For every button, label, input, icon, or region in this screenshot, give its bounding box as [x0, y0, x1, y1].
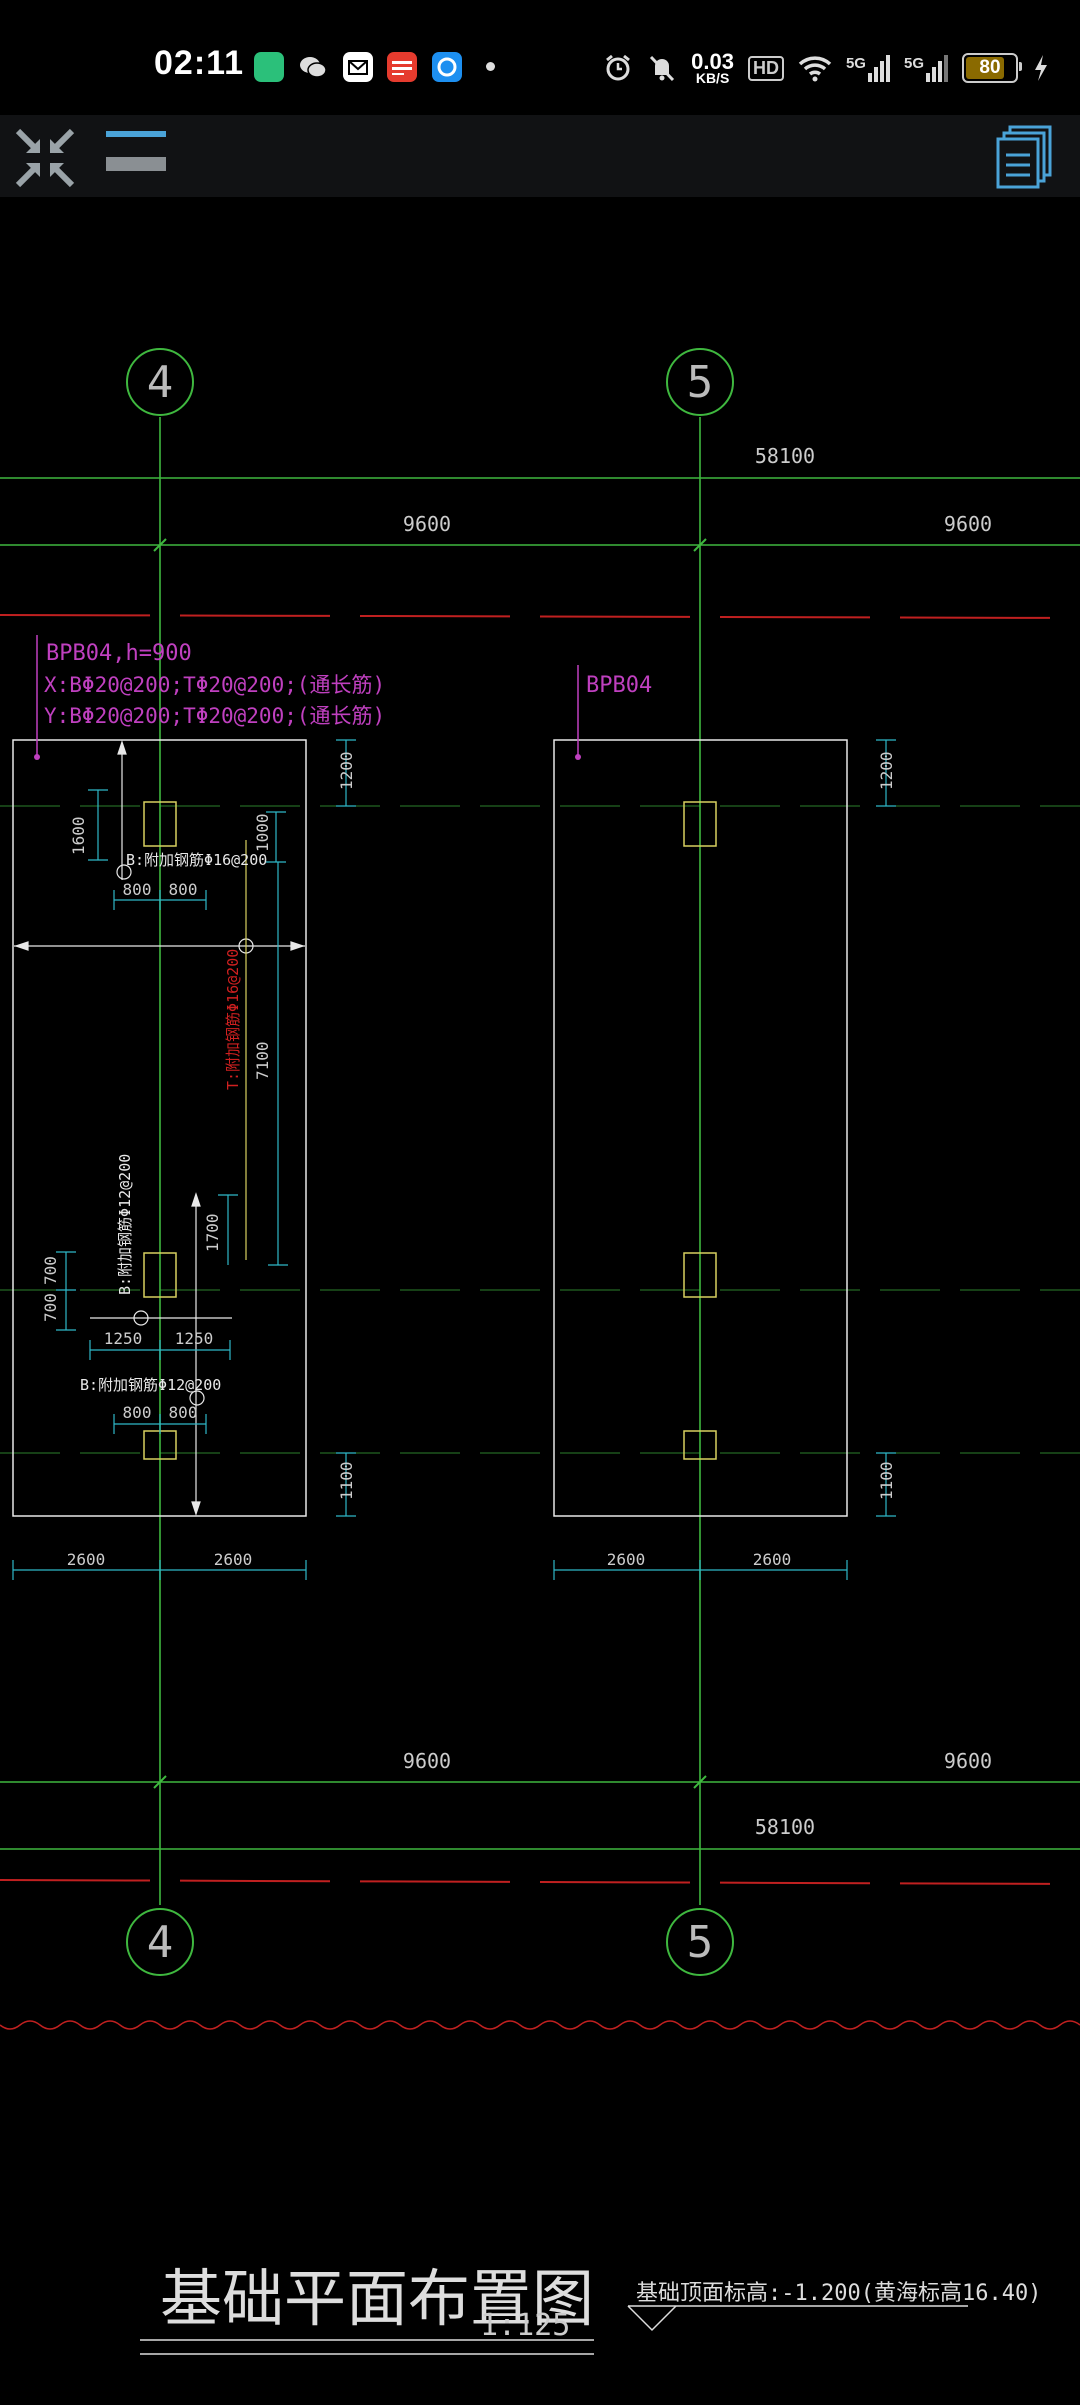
net-speed-unit: KB/S: [695, 69, 730, 86]
battery-indicator: 80: [962, 53, 1022, 83]
net-speed: 0.03 KB/S: [691, 48, 734, 86]
layers-icon[interactable]: [994, 123, 1056, 189]
signal-1: 5G: [846, 54, 890, 82]
battery-fill: [966, 57, 1004, 79]
browser-icon: [432, 52, 462, 82]
rebar-note-mid: B:附加钢筋Φ12@200: [116, 1154, 134, 1295]
grid-axis-lines: [0, 417, 1080, 1905]
app-icon: [254, 52, 284, 82]
dim-1000: 1000: [253, 813, 272, 852]
dim-800-b: 800: [169, 880, 198, 899]
dim-1250-b: 1250: [175, 1329, 214, 1348]
rebar-note-top: B:附加钢筋Φ16@200: [126, 851, 267, 869]
axis-bubble-top-left: 4: [126, 348, 194, 416]
left-foundation[interactable]: BPB04,h=900 X:BΦ20@200;TΦ20@200;(通长筋) Y:…: [12, 635, 385, 1580]
drawing-title: 基础平面布置图: [160, 2262, 594, 2335]
signal-2: 5G: [904, 54, 948, 82]
axis-label: 5: [687, 357, 714, 408]
dim-span-bottom-right: 9600: [944, 1749, 992, 1773]
dim-2600-a: 2600: [67, 1550, 106, 1569]
dim-800-d: 800: [169, 1403, 198, 1422]
axis-label: 5: [687, 1917, 714, 1968]
rebar-x-note: X:BΦ20@200;TΦ20@200;(通长筋): [44, 673, 385, 697]
rebar-note-vertical: T:附加钢筋Φ16@200: [224, 949, 242, 1090]
dot-icon: [486, 62, 495, 71]
menu-icon[interactable]: [104, 129, 170, 179]
rebar-note-bottom: B:附加钢筋Φ12@200: [80, 1376, 221, 1394]
dim-overall-top: 58100: [755, 444, 815, 468]
charging-icon: [1035, 55, 1047, 81]
dim-1700: 1700: [203, 1213, 222, 1252]
status-bar: 02:11 0.03 KB/S HD 5G 5G 80: [0, 0, 1080, 115]
dim-7100: 7100: [253, 1041, 272, 1080]
dim-2600-b: 2600: [214, 1550, 253, 1569]
dim-2600-c: 2600: [607, 1550, 646, 1569]
wechat-icon: [298, 52, 328, 82]
wifi-icon: [798, 56, 832, 82]
drawing-scale: 1:125: [480, 2308, 570, 2343]
break-line: [0, 2020, 1080, 2030]
dim-2600-d: 2600: [753, 1550, 792, 1569]
elevation-note: 基础顶面标高:-1.200(黄海标高16.40): [636, 2281, 1041, 2306]
dim-1200-left: 1200: [337, 751, 356, 790]
red-boundary-lines: [0, 614, 1080, 1885]
axis-bubble-top-right: 5: [666, 348, 734, 416]
system-icons: 0.03 KB/S HD 5G 5G 80: [603, 48, 1050, 88]
dim-overall-bottom: 58100: [755, 1815, 815, 1839]
collapse-icon[interactable]: [14, 127, 76, 189]
dim-800-c: 800: [123, 1403, 152, 1422]
axis-label: 4: [147, 1917, 174, 1968]
right-foundation[interactable]: BPB04 1200 1100 2600 2600: [553, 665, 896, 1580]
cad-toolbar: [0, 115, 1080, 197]
columns: [683, 801, 717, 1460]
dim-1100-right: 1100: [877, 1461, 896, 1500]
dim-1100-left: 1100: [337, 1461, 356, 1500]
grid-dash-lines: [0, 805, 1080, 1454]
mute-icon: [650, 55, 675, 82]
dim-span-bottom-left: 9600: [403, 1749, 451, 1773]
foundation-tag: BPB04: [586, 673, 652, 698]
hd-badge: HD: [747, 55, 784, 81]
mail-icon: [343, 52, 373, 82]
axis-label: 4: [147, 357, 174, 408]
axis-bubble-bottom-left: 4: [126, 1908, 194, 1976]
rebar-y-note: Y:BΦ20@200;TΦ20@200;(通长筋): [44, 704, 385, 728]
dim-700-b: 700: [41, 1293, 60, 1322]
status-time: 02:11: [154, 44, 245, 82]
axis-bubble-bottom-right: 5: [666, 1908, 734, 1976]
dim-1250-a: 1250: [104, 1329, 143, 1348]
dim-700-a: 700: [41, 1256, 60, 1285]
dim-span-top-left: 9600: [403, 512, 451, 536]
dim-1200-right: 1200: [877, 751, 896, 790]
battery-level: 80: [979, 57, 1001, 78]
net-speed-value: 0.03: [691, 48, 734, 74]
foundation-tag: BPB04,h=900: [46, 641, 192, 666]
dim-800-a: 800: [123, 880, 152, 899]
dim-1600: 1600: [69, 816, 88, 855]
alarm-icon: [606, 54, 631, 81]
toutiao-icon: [387, 52, 417, 82]
cad-canvas[interactable]: 4 5 4 5 58100 9600 9600 9600 9600 58100 …: [0, 197, 1080, 2400]
drawing-title-block: 基础平面布置图 1:125 基础顶面标高:-1.200(黄海标高16.40): [140, 2262, 1041, 2355]
dim-span-top-right: 9600: [944, 512, 992, 536]
